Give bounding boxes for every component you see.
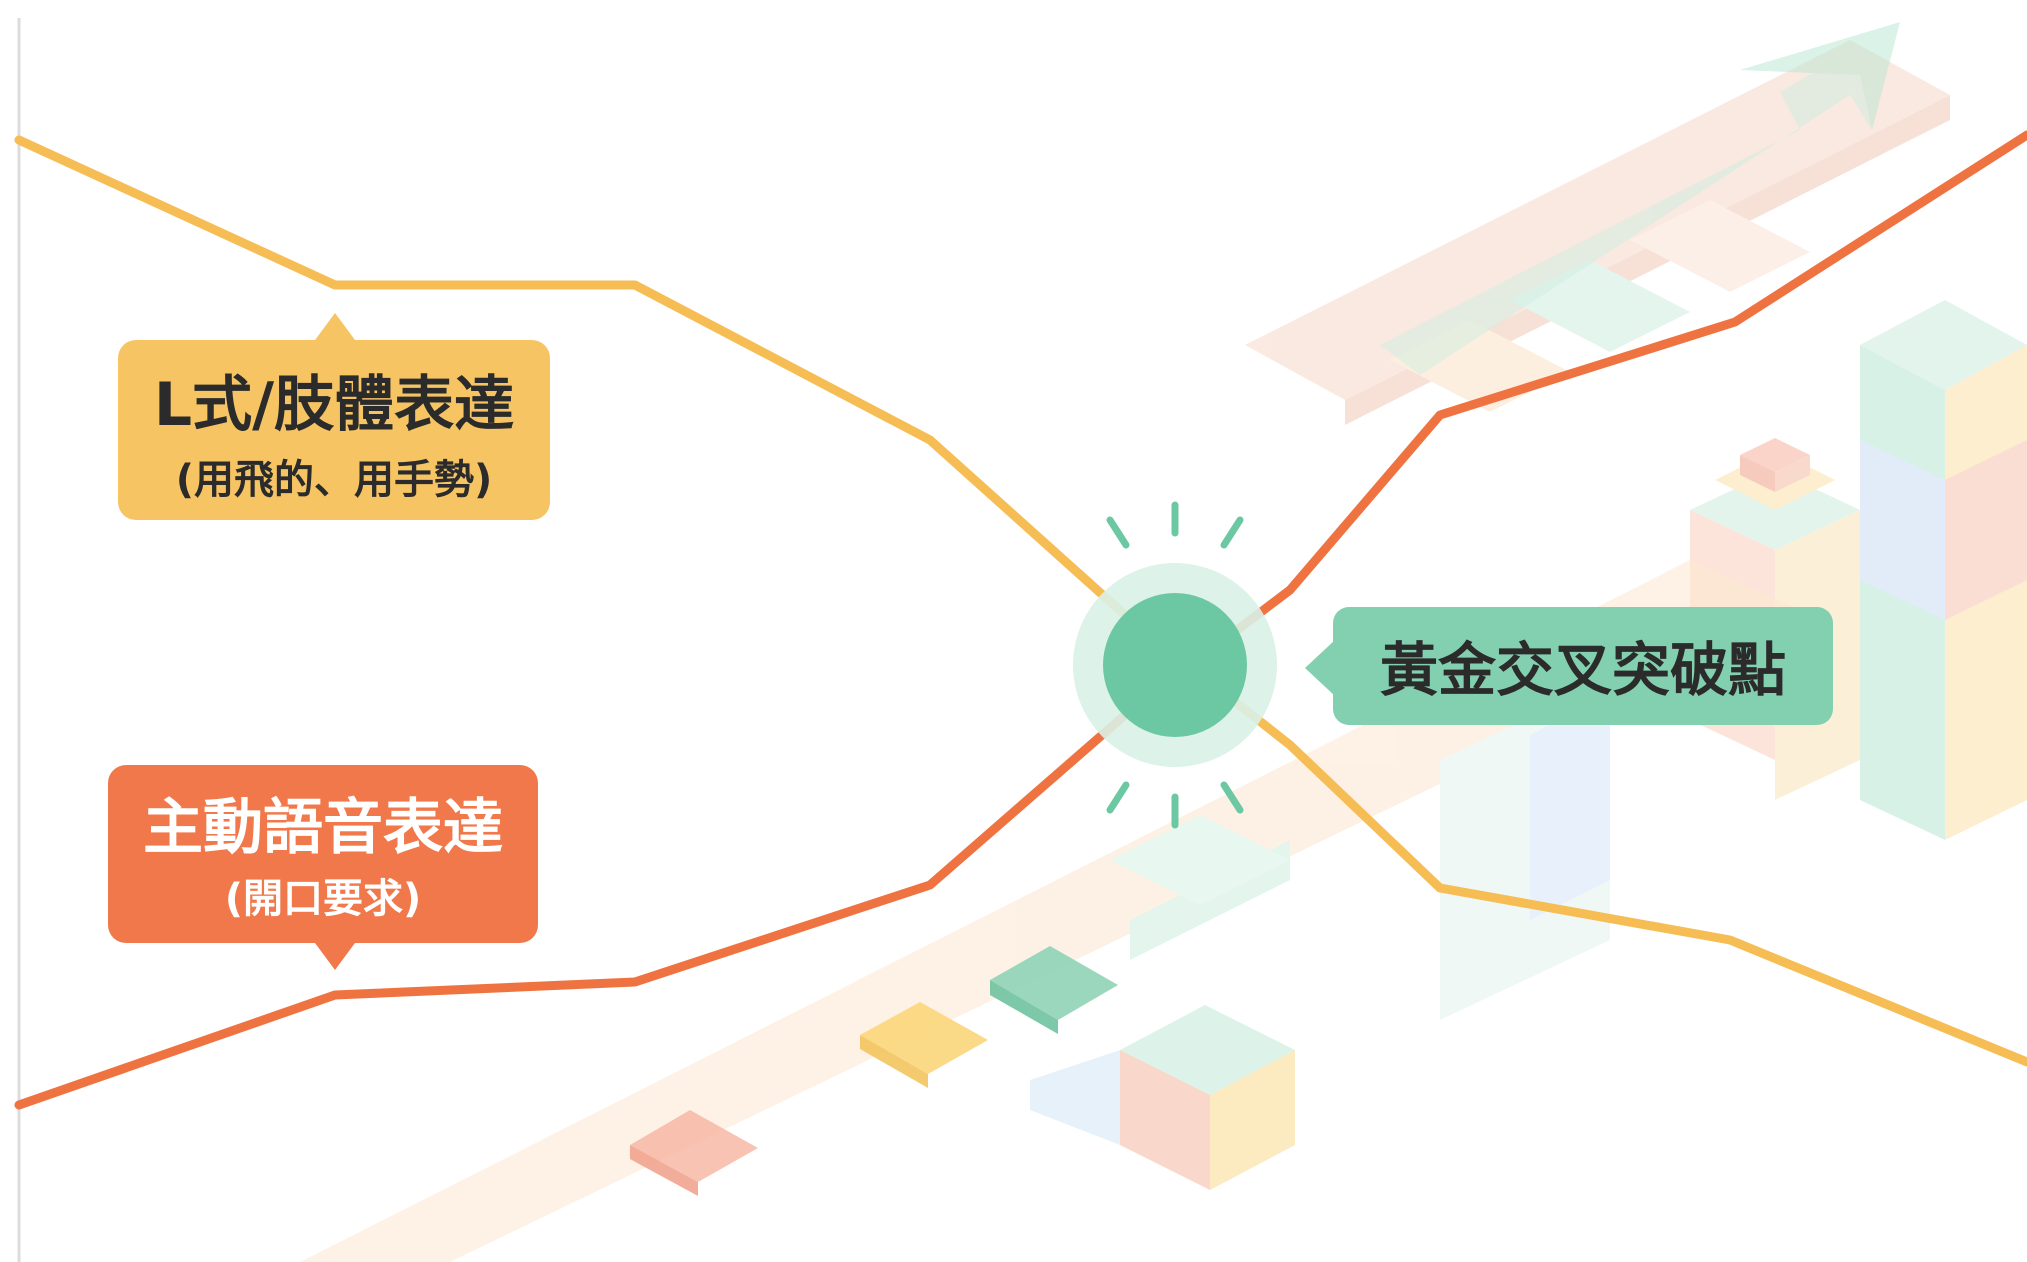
background-lower-track	[300, 560, 1800, 1262]
background-lower-cube	[1030, 1005, 1295, 1190]
gesture-label-title: L式/肢體表達	[154, 370, 514, 440]
background-track-tiles	[630, 946, 1118, 1196]
speech-label-callout: 主動語音表達 (開口要求)	[108, 765, 538, 970]
crossover-label-callout: 黃金交叉突破點	[1305, 607, 1833, 725]
crossover-label-title: 黃金交叉突破點	[1380, 636, 1786, 704]
speech-label-title: 主動語音表達	[143, 793, 503, 863]
up-arrow-icon	[1380, 22, 1900, 375]
gesture-label-subtitle: (用飛的、用手勢)	[176, 457, 493, 503]
sunburst-circle-icon	[1073, 501, 1277, 829]
speech-label-subtitle: (開口要求)	[225, 876, 422, 922]
background-cube-cluster	[1690, 300, 2027, 840]
gesture-label-callout: L式/肢體表達 (用飛的、用手勢)	[118, 313, 550, 520]
